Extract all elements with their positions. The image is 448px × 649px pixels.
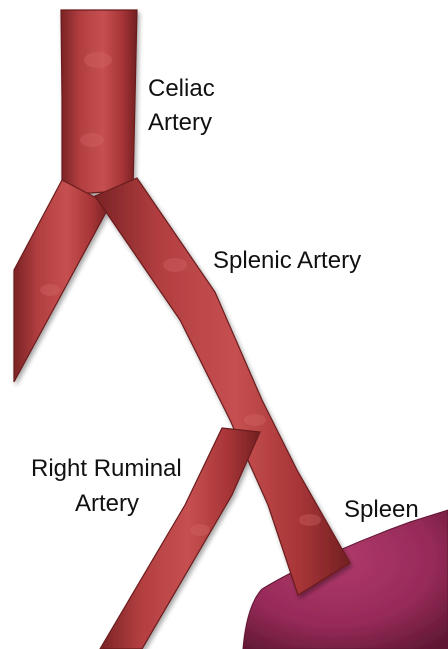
splenic-artery-vessel <box>95 178 350 595</box>
spleen-organ <box>243 510 448 649</box>
spleen-label: Spleen <box>344 496 419 523</box>
celiac-artery-label-line2: Artery <box>148 109 212 136</box>
right-ruminal-artery-label-line2: Artery <box>75 490 139 517</box>
left-branch-vessel <box>14 180 110 382</box>
right-ruminal-artery-label: Right Ruminal Artery <box>31 455 188 517</box>
right-ruminal-artery-label-line1: Right Ruminal <box>31 455 182 482</box>
celiac-artery-label: Celiac Artery <box>148 75 221 136</box>
splenic-artery-label: Splenic Artery <box>213 247 361 274</box>
celiac-artery-vessel <box>61 10 137 195</box>
celiac-artery-label-line1: Celiac <box>148 75 215 102</box>
